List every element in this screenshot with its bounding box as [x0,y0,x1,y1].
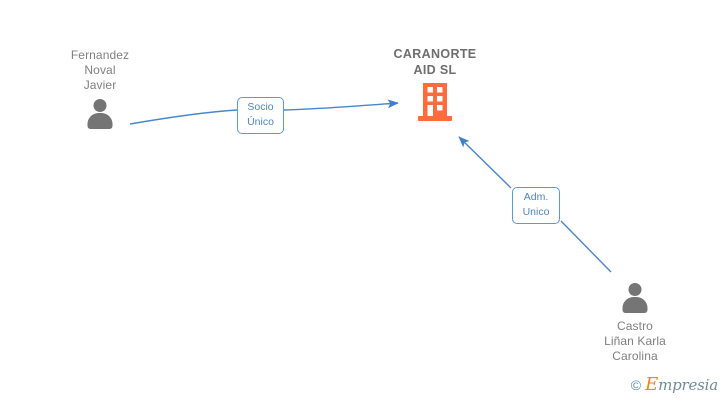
edge-adm-unico-segment-lower [560,220,612,273]
node-person-castro-linan-karla-carolina[interactable]: Castro Liñan Karla Carolina [583,283,687,364]
watermark-empresia: © Empresia [631,376,718,394]
brand-initial: E [645,374,659,395]
brand-wordmark: Empresia [645,376,718,394]
brand-rest: mpresia [658,376,718,394]
person-body [87,113,113,129]
node-label-person-castro-linan-karla-carolina: Castro Liñan Karla Carolina [604,319,666,363]
copyright-icon: © [630,377,642,393]
person-icon [618,283,652,313]
building-icon [418,83,452,121]
page-title: CARANORTE AID SL [393,47,477,77]
person-head [93,99,107,112]
node-label-person-fernandez-noval-javier: Fernandez Noval Javier [70,48,130,92]
edge-label-socio-unico[interactable]: Socio Único [237,97,284,134]
node-person-fernandez-noval-javier[interactable]: Fernandez Noval Javier [48,48,152,129]
edge-label-adm-unico[interactable]: Adm. Unico [512,187,560,224]
person-body [622,297,648,313]
person-head [628,283,642,296]
node-company-caranorte-aid-sl[interactable]: CARANORTE AID SL [376,46,494,121]
person-icon [83,99,117,129]
edge-adm-unico-segment-upper [458,136,512,189]
